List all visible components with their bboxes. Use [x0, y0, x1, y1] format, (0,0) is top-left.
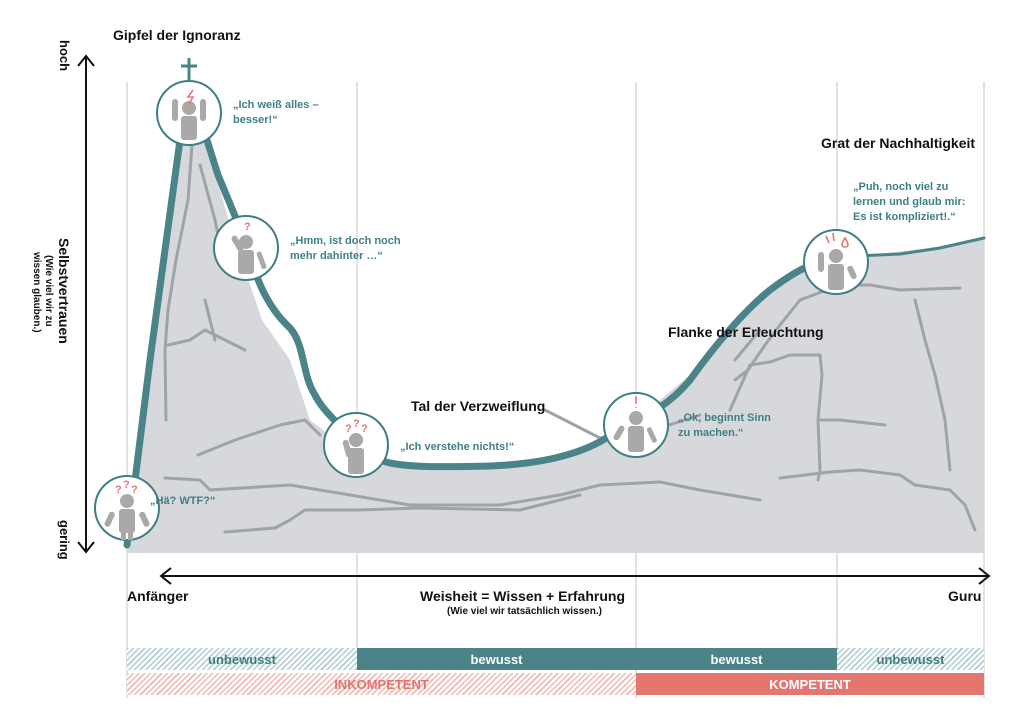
- label-peak: Gipfel der Ignoranz: [113, 27, 241, 43]
- band-conscious-incompetent: bewusst: [357, 648, 636, 670]
- quote-insight: „Ok, beginnt Sinn zu machen.“: [678, 412, 771, 439]
- x-axis-right-label: Guru: [948, 588, 982, 604]
- svg-text:?: ?: [115, 484, 122, 496]
- label-plateau: Grat der Nachhaltigkeit: [821, 135, 976, 151]
- x-axis-subtitle: (Wie viel wir tatsächlich wissen.): [447, 606, 602, 617]
- facepalm-figure-icon: [342, 433, 364, 474]
- quote-doubt: „Hmm, ist doch noch mehr dahinter …“: [290, 235, 401, 262]
- emotion-marks: [186, 89, 849, 408]
- quote-plateau: „Puh, noch viel zu lernen und glaub mir:…: [853, 181, 966, 223]
- svg-text:?: ?: [123, 479, 130, 491]
- y-axis-arrow: [77, 54, 95, 554]
- lightning-icon: [186, 89, 195, 106]
- insight-figure-icon: [613, 411, 657, 452]
- svg-text:?: ?: [345, 423, 352, 435]
- x-axis-left-label: Anfänger: [127, 588, 189, 604]
- svg-text:?: ?: [353, 418, 360, 430]
- sweat-drop-icon: [841, 236, 849, 248]
- band-conscious-competent: bewusst: [636, 648, 837, 670]
- band-unconscious-competent: unbewusst: [837, 648, 984, 670]
- label-valley: Tal der Verzweiflung: [411, 398, 546, 414]
- quote-start: „Hä? WTF?“: [150, 495, 216, 507]
- band-incompetent: INKOMPETENT: [127, 673, 636, 695]
- svg-text:?: ?: [244, 221, 251, 233]
- confidence-curve-plateau: [853, 236, 986, 258]
- x-axis-title: Weisheit = Wissen + Erfahrung: [420, 588, 626, 604]
- band-competent: KOMPETENT: [636, 673, 984, 695]
- x-axis-arrow: [159, 567, 991, 585]
- y-axis-low-label: gering: [57, 520, 72, 560]
- y-axis-title: Selbstvertrauen: [56, 238, 72, 344]
- angry-figure-icon: [172, 99, 206, 140]
- confidence-curve-descent: [196, 114, 839, 471]
- svg-text:?: ?: [131, 484, 138, 496]
- svg-text:?: ?: [361, 423, 368, 435]
- y-axis-high-label: hoch: [57, 40, 72, 72]
- label-slope: Flanke der Erleuchtung: [668, 324, 824, 340]
- band-unconscious-incompetent: unbewusst: [127, 648, 357, 670]
- head-scratch-figure-icon: [231, 235, 267, 274]
- sweating-figure-icon: [818, 249, 857, 290]
- figures: [104, 99, 857, 540]
- y-axis-subtitle-1: (Wie viel wir zu: [43, 255, 54, 327]
- rock-cracks: [163, 143, 977, 534]
- quote-peak: „Ich weiß alles – besser!“: [233, 99, 319, 126]
- question-marks: ??? ? ???: [115, 221, 368, 496]
- confused-figure-icon: [104, 494, 150, 540]
- quote-valley: „Ich verstehe nichts!“: [400, 441, 515, 453]
- summit-cross-icon: [181, 58, 197, 80]
- y-axis-subtitle-2: wissen glauben.): [31, 252, 42, 333]
